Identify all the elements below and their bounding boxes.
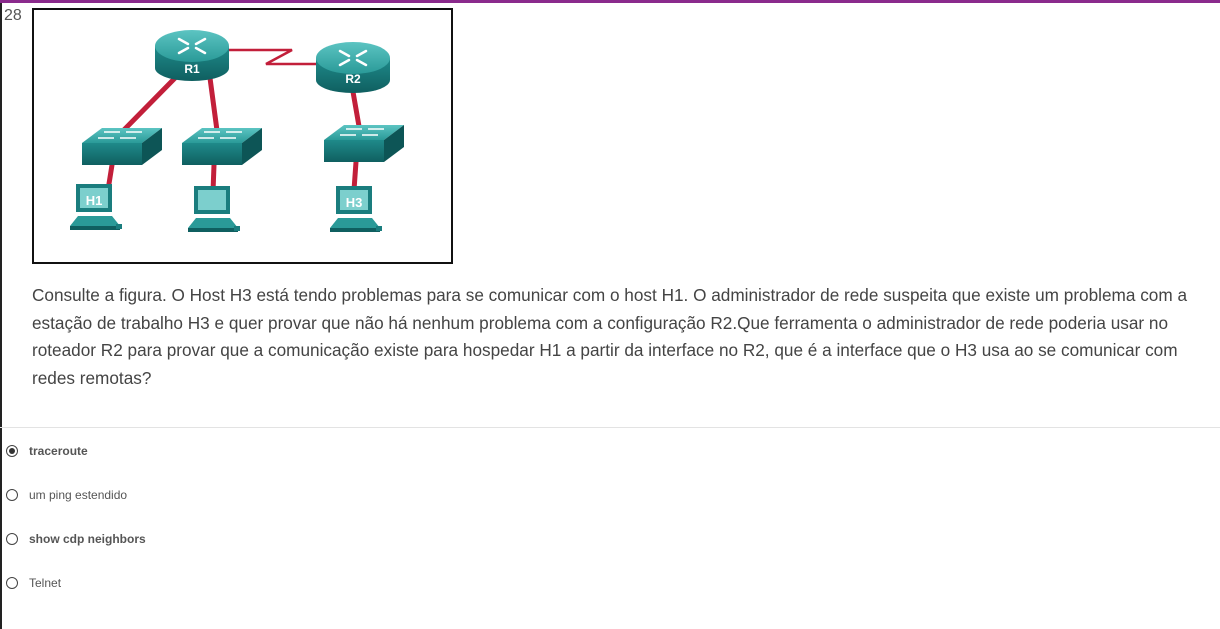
switch-1 [82, 128, 162, 165]
divider [0, 427, 1220, 428]
answer-option-ping-estendido[interactable]: um ping estendido [6, 485, 127, 505]
network-topology-figure: R1 R2 [32, 8, 453, 264]
host-h3: H3 [330, 186, 382, 232]
answer-label: um ping estendido [29, 488, 128, 502]
left-border [0, 3, 2, 629]
answer-label: traceroute [29, 444, 88, 458]
answer-option-traceroute[interactable]: traceroute [6, 441, 88, 461]
answer-label: Telnet [29, 576, 62, 590]
answer-option-show-cdp-neighbors[interactable]: show cdp neighbors [6, 529, 146, 549]
switch-3 [324, 125, 404, 162]
question-number: 28 [4, 7, 22, 24]
h1-label: H1 [86, 193, 103, 208]
switch-2 [182, 128, 262, 165]
radio-button[interactable] [6, 489, 18, 501]
host-h1: H1 [70, 184, 122, 230]
radio-button[interactable] [6, 533, 18, 545]
answer-option-telnet[interactable]: Telnet [6, 573, 61, 593]
r2-label: R2 [345, 72, 361, 86]
question-text: Consulte a figura. O Host H3 está tendo … [32, 285, 1188, 388]
router-r1: R1 [155, 30, 229, 81]
radio-dot [9, 448, 15, 454]
network-links [105, 73, 363, 195]
radio-button-selected[interactable] [6, 445, 18, 457]
answer-label: show cdp neighbors [29, 532, 146, 546]
r1-label: R1 [184, 62, 200, 76]
serial-link [227, 48, 318, 66]
h3-label: H3 [346, 195, 363, 210]
router-r2: R2 [316, 42, 390, 93]
host-h2 [188, 186, 240, 232]
top-accent-bar [0, 0, 1220, 3]
radio-button[interactable] [6, 577, 18, 589]
